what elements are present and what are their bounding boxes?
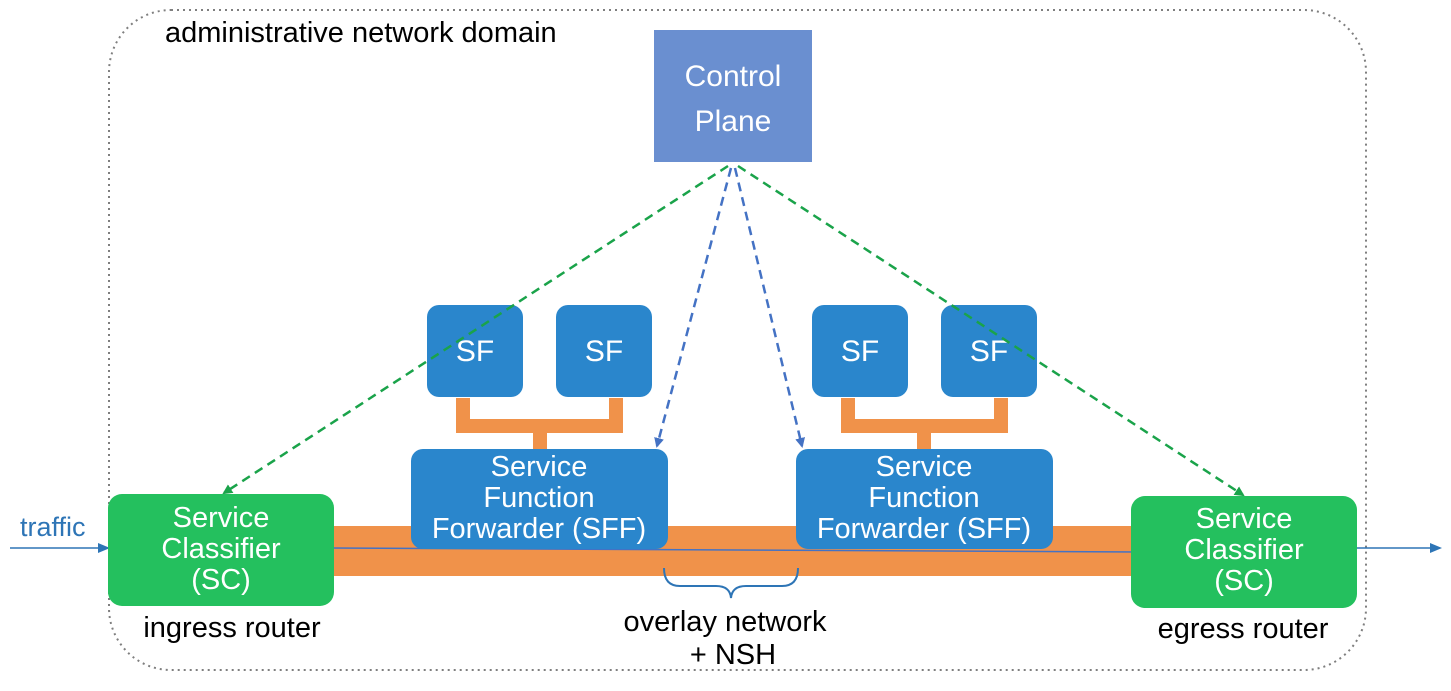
control-plane-label-2: Plane bbox=[695, 105, 772, 138]
sc-egress-label-2: Classifier bbox=[1184, 534, 1304, 566]
overlay-brace bbox=[663, 567, 799, 599]
sff-box-left bbox=[411, 449, 668, 549]
sff-box-right bbox=[796, 449, 1053, 549]
sf-label: SF bbox=[841, 335, 879, 368]
traffic-label: traffic bbox=[20, 512, 86, 542]
control-link-egress bbox=[737, 164, 1245, 497]
sff-right-label-1: Service bbox=[876, 451, 973, 483]
control-link-sff-right bbox=[733, 167, 805, 448]
overlay-label-2: + NSH bbox=[690, 639, 776, 671]
sf-box bbox=[556, 305, 652, 397]
sf-box bbox=[812, 305, 908, 397]
control-link-ingress bbox=[222, 164, 729, 495]
sf-connector-right bbox=[841, 398, 1008, 451]
sc-egress-label-1: Service bbox=[1196, 503, 1293, 535]
sff-left-label-2: Function bbox=[483, 482, 594, 514]
domain-boundary bbox=[108, 9, 1367, 671]
sff-left-label-3: Forwarder (SFF) bbox=[432, 513, 646, 545]
sf-connector-left bbox=[456, 398, 623, 451]
sc-ingress-label-3: (SC) bbox=[191, 564, 251, 596]
egress-router-label: egress router bbox=[1158, 613, 1329, 645]
ingress-router-label: ingress router bbox=[143, 612, 321, 644]
overlay-label-1: overlay network bbox=[623, 606, 827, 638]
control-plane-box bbox=[654, 30, 812, 162]
sc-box-egress bbox=[1131, 496, 1357, 608]
sff-left-label-1: Service bbox=[491, 451, 588, 483]
sc-box-ingress bbox=[108, 494, 334, 606]
sff-right-label-2: Function bbox=[868, 482, 979, 514]
sc-egress-label-3: (SC) bbox=[1214, 565, 1274, 597]
sf-box bbox=[941, 305, 1037, 397]
sc-ingress-label-2: Classifier bbox=[161, 533, 281, 565]
sf-label: SF bbox=[585, 335, 623, 368]
sf-label: SF bbox=[970, 335, 1008, 368]
sf-label: SF bbox=[456, 335, 494, 368]
sff-right-label-3: Forwarder (SFF) bbox=[817, 513, 1031, 545]
domain-label: administrative network domain bbox=[165, 17, 557, 49]
sc-ingress-label-1: Service bbox=[173, 502, 270, 534]
control-plane-label-1: Control bbox=[685, 60, 782, 93]
control-link-sff-left bbox=[654, 167, 733, 448]
sf-box bbox=[427, 305, 523, 397]
